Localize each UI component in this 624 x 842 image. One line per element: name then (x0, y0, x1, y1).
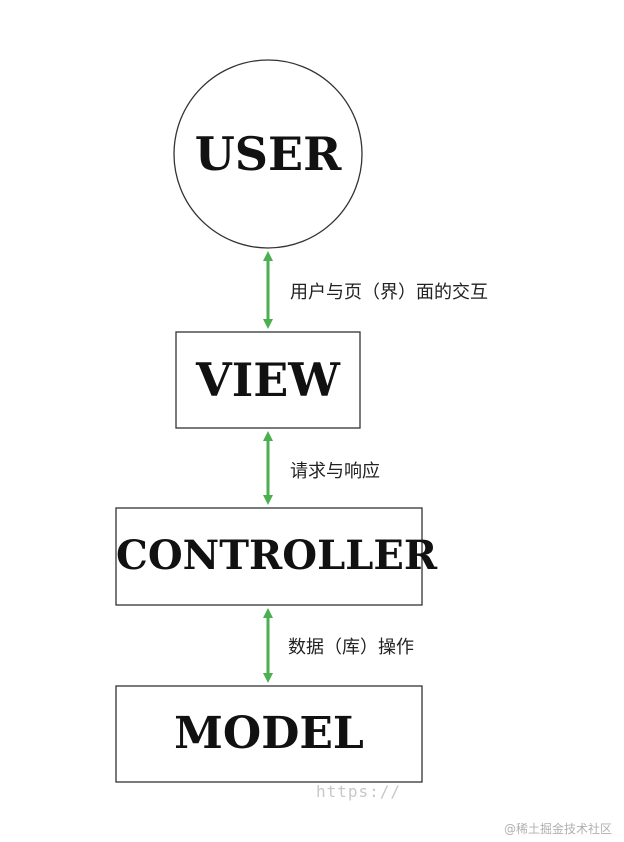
site-watermark: @稀土掘金技术社区 (504, 822, 613, 836)
controller-node-shape (115, 507, 423, 606)
controller-node-label: CONTROLLER (116, 532, 438, 579)
edge-label-view-controller: 请求与响应 (290, 461, 380, 482)
faint-url-watermark: https:// (316, 782, 402, 801)
view-node-label: VIEW (196, 353, 340, 407)
edge-label-controller-model: 数据（库）操作 (288, 637, 414, 658)
model-node-label: MODEL (174, 708, 364, 759)
view-node-shape (175, 331, 361, 429)
model-node-shape (115, 685, 423, 783)
user-node-label: USER (194, 127, 342, 181)
edge-label-user-view: 用户与页（界）面的交互 (290, 282, 488, 303)
user-node-shape (173, 59, 363, 249)
